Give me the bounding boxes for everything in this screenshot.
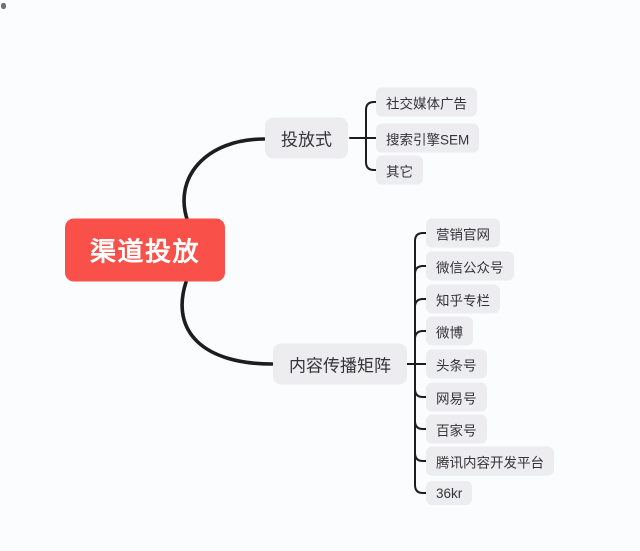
edge-root-branch-1 <box>180 280 274 366</box>
leaf-node-1-8[interactable]: 36kr <box>426 481 473 505</box>
corner-artifact <box>1 3 6 9</box>
edge-branch0-leaf2 <box>365 137 378 171</box>
leaf-node-0-1[interactable]: 搜索引擎SEM <box>376 123 480 153</box>
leaf-node-1-6[interactable]: 百家号 <box>426 414 487 444</box>
leaf-node-1-2[interactable]: 知乎专栏 <box>426 284 500 314</box>
root-node[interactable]: 渠道投放 <box>65 218 226 282</box>
edge-branch1-leaf7 <box>414 363 428 462</box>
edge-branch0-leaf0 <box>365 101 378 139</box>
edge-branch1-leaf0 <box>414 232 428 365</box>
edge-branch1-leaf8 <box>414 363 428 494</box>
leaf-node-1-1[interactable]: 微信公众号 <box>426 251 514 281</box>
leaf-node-1-5[interactable]: 网易号 <box>426 382 487 412</box>
leaf-node-1-3[interactable]: 微博 <box>426 316 473 346</box>
leaf-node-1-0[interactable]: 营销官网 <box>426 218 500 248</box>
leaf-node-1-7[interactable]: 腾讯内容开发平台 <box>426 446 554 476</box>
leaf-node-1-4[interactable]: 头条号 <box>426 349 487 379</box>
edge-root-branch-0 <box>182 137 266 224</box>
edge-branch1-leaf2 <box>414 298 428 365</box>
leaf-node-0-2[interactable]: 其它 <box>376 155 423 185</box>
edge-branch1-leaf3 <box>414 330 428 365</box>
leaf-node-0-0[interactable]: 社交媒体广告 <box>376 87 477 117</box>
edge-branch1-leaf1 <box>414 265 428 365</box>
branch-node-1[interactable]: 内容传播矩阵 <box>273 343 407 385</box>
branch-node-0[interactable]: 投放式 <box>265 117 348 159</box>
